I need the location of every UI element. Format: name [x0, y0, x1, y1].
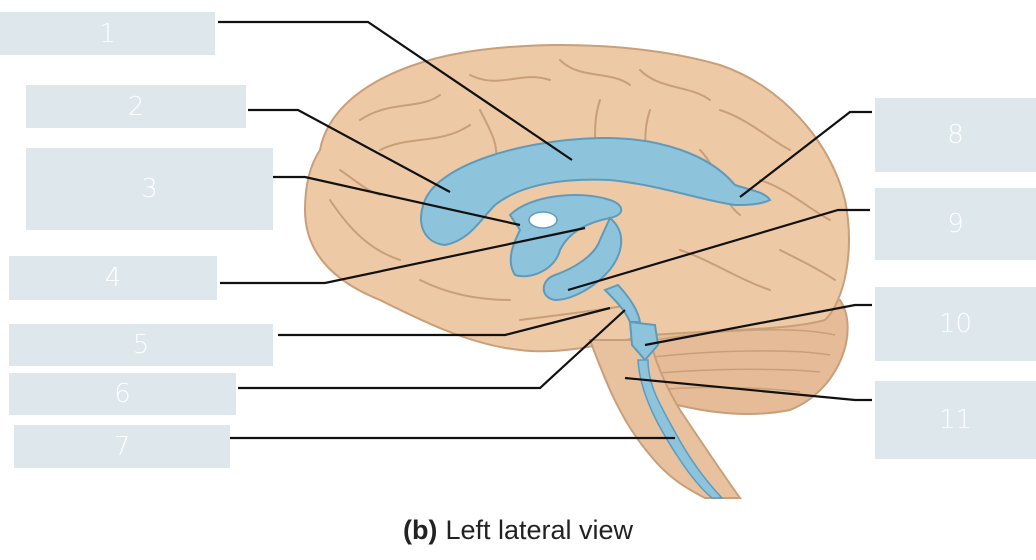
caption-text: Left lateral view [445, 515, 634, 545]
inferior-horn [542, 216, 623, 302]
leader-line-8 [739, 110, 872, 198]
fourth-ventricle [628, 320, 660, 362]
label-box-3[interactable]: 3 [26, 148, 273, 230]
leader-line-5 [278, 306, 611, 337]
ventricular-system [420, 136, 772, 499]
central-canal [637, 359, 724, 499]
label-box-7[interactable]: 7 [14, 425, 230, 468]
leader-line-1 [218, 20, 573, 161]
label-box-9[interactable]: 9 [875, 188, 1036, 260]
label-box-6[interactable]: 6 [9, 373, 236, 415]
label-box-5[interactable]: 5 [9, 324, 273, 366]
label-box-4[interactable]: 4 [9, 256, 217, 300]
lateral-ventricle [420, 136, 772, 247]
caption-letter: (b) [402, 515, 438, 545]
leader-line-11 [624, 376, 872, 402]
label-box-8[interactable]: 8 [875, 98, 1036, 172]
leader-line-3 [273, 175, 521, 227]
cerebral-aqueduct [603, 283, 642, 323]
interthalamic-adhesion [528, 211, 558, 229]
label-box-11[interactable]: 11 [875, 381, 1036, 459]
cerebral-gyri [329, 59, 836, 321]
leader-line-6 [238, 309, 626, 390]
leader-line-10 [644, 303, 872, 347]
leader-line-2 [248, 108, 451, 193]
leader-lines [218, 20, 872, 440]
leader-line-4 [220, 226, 586, 285]
figure-caption: (b)Left lateral view [0, 515, 1036, 546]
label-box-1[interactable]: 1 [0, 12, 215, 55]
label-box-10[interactable]: 10 [875, 287, 1036, 361]
leader-line-9 [567, 208, 870, 292]
label-box-2[interactable]: 2 [26, 85, 246, 128]
